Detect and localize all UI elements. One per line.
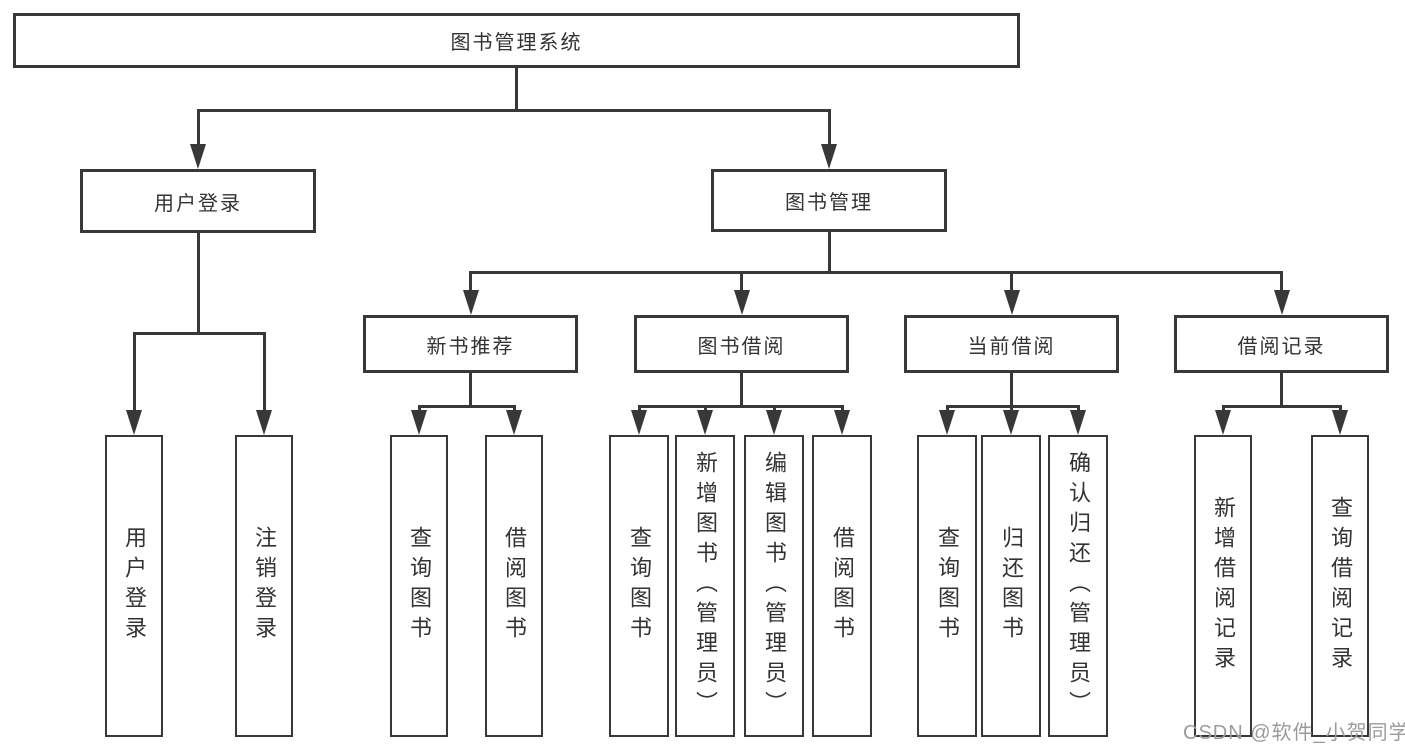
node-leaf-logout: 注销登录 [235, 435, 293, 737]
down-arrowhead [411, 410, 427, 435]
connector-drop [196, 108, 200, 145]
node-leaf-return-book: 归还图书 [981, 435, 1041, 737]
connector-drop [262, 331, 266, 411]
connector-drop [1009, 404, 1013, 411]
node-leaf-borrow-book-1: 借阅图书 [485, 435, 543, 737]
connector-bus [637, 404, 844, 408]
node-leaf-add-book-admin: 新增图书（管理员） [675, 435, 735, 737]
connector-stem [196, 232, 200, 335]
down-arrowhead [506, 410, 522, 435]
connector-drop [703, 404, 707, 411]
connector-stem [1280, 372, 1283, 408]
connector-drop [772, 404, 776, 411]
connector-drop [945, 404, 949, 411]
node-new-book-recommend: 新书推荐 [363, 315, 578, 373]
connector-bus [132, 331, 266, 335]
node-current-borrow: 当前借阅 [904, 315, 1119, 373]
node-user-login: 用户登录 [80, 169, 316, 233]
down-arrowhead [126, 410, 142, 435]
node-leaf-confirm-return: 确认归还（管理员） [1048, 435, 1108, 737]
connector-drop [740, 270, 743, 291]
down-arrowhead [821, 144, 837, 169]
csdn-watermark: CSDN @软件_小贺同学 [1183, 722, 1405, 744]
down-arrowhead [1003, 290, 1020, 315]
connector-drop [1221, 404, 1225, 411]
node-leaf-edit-book-admin: 编辑图书（管理员） [744, 435, 804, 737]
node-leaf-borrow-book-2: 借阅图书 [812, 435, 872, 737]
connector-bus [1221, 404, 1342, 408]
node-leaf-add-record: 新增借阅记录 [1194, 435, 1252, 737]
down-arrowhead [1070, 410, 1086, 435]
down-arrowhead [766, 410, 782, 435]
connector-drop [1338, 404, 1342, 411]
node-borrow-records: 借阅记录 [1174, 315, 1389, 373]
down-arrowhead [190, 144, 206, 169]
down-arrowhead [1332, 410, 1348, 435]
connector-drop [637, 404, 641, 411]
node-root: 图书管理系统 [13, 13, 1020, 68]
connector-drop [840, 404, 844, 411]
connector-drop [1010, 270, 1013, 291]
node-leaf-user-login: 用户登录 [105, 435, 163, 737]
down-arrowhead [939, 410, 955, 435]
connector-drop [512, 404, 516, 411]
down-arrowhead [733, 290, 750, 315]
connector-drop [1076, 404, 1080, 411]
connector-bus [196, 108, 831, 112]
connector-drop [1280, 270, 1283, 291]
node-book-management: 图书管理 [711, 169, 947, 232]
down-arrowhead [631, 410, 647, 435]
node-leaf-query-book-2: 查询图书 [609, 435, 669, 737]
connector-stem [827, 231, 831, 274]
connector-drop [132, 331, 136, 411]
connector-bus [469, 270, 1283, 274]
connector-bus [417, 404, 516, 408]
connector-drop [469, 270, 472, 291]
connector-stem [469, 372, 472, 408]
down-arrowhead [462, 290, 479, 315]
connector-drop [827, 108, 831, 145]
node-book-borrow: 图书借阅 [634, 315, 849, 373]
connector-stem [1010, 372, 1013, 408]
node-leaf-query-book-3: 查询图书 [917, 435, 977, 737]
connector-stem [740, 372, 743, 408]
node-leaf-query-book-1: 查询图书 [390, 435, 448, 737]
node-leaf-query-record: 查询借阅记录 [1311, 435, 1369, 737]
connector-bus [945, 404, 1080, 408]
connector-drop [417, 404, 421, 411]
down-arrowhead [1003, 410, 1019, 435]
down-arrowhead [1215, 410, 1231, 435]
connector-stem [515, 67, 518, 112]
down-arrowhead [1273, 290, 1290, 315]
down-arrowhead [697, 410, 713, 435]
down-arrowhead [834, 410, 850, 435]
down-arrowhead [256, 410, 272, 435]
